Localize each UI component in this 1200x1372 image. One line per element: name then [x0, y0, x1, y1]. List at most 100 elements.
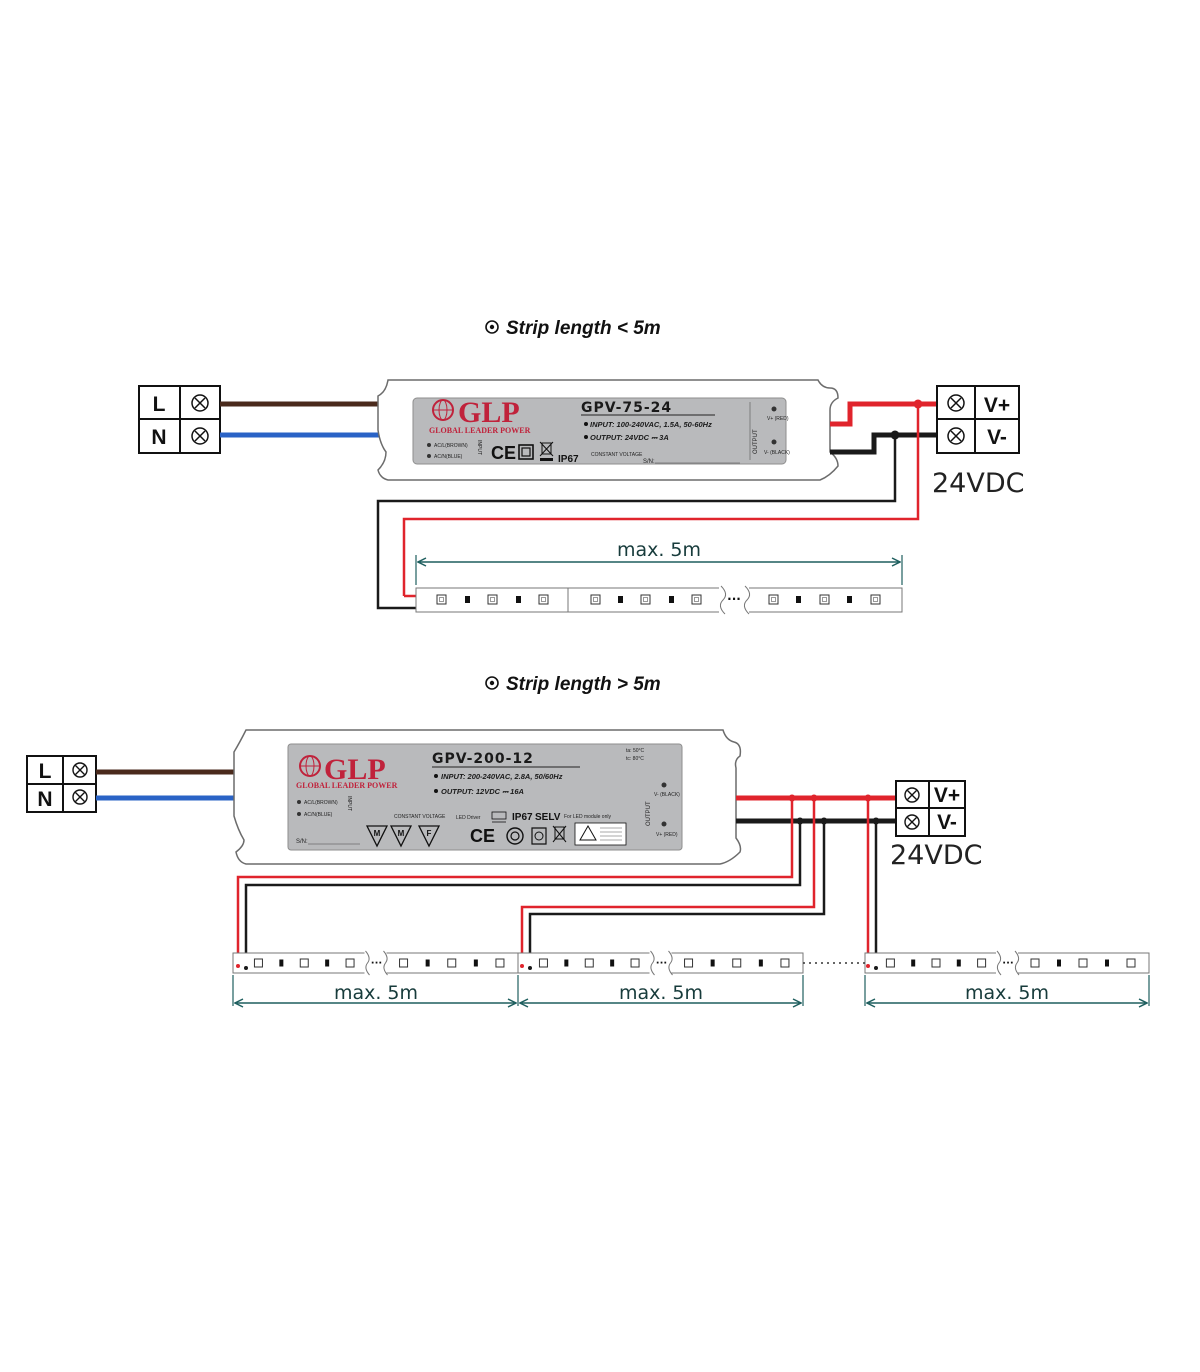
- svg-text:···: ···: [1002, 958, 1013, 969]
- mounting-symbol-m-icon: M: [389, 825, 413, 848]
- terminal-vplus-label: V+: [984, 394, 1010, 417]
- input-spec: INPUT: 200-240VAC, 2.8A, 50/60Hz: [441, 772, 563, 781]
- resistor: [1057, 959, 1061, 967]
- black-feed-wire: [376, 435, 897, 610]
- ta-label: ta: 50°C: [626, 748, 645, 754]
- tc-label: tc: 80°C: [626, 756, 644, 762]
- selv-mark: SELV: [535, 812, 561, 823]
- globe-logo-icon: [432, 399, 454, 421]
- screw-icon: [904, 814, 920, 830]
- weee-bin-icon: [539, 441, 554, 461]
- driver-model: GPV-75-24: [581, 400, 672, 416]
- led-chip: [590, 594, 601, 605]
- led-chip: [1030, 958, 1040, 968]
- output-spec: OUTPUT: 24VDC ⎓ 3A: [590, 433, 669, 442]
- ac-n-label: AC/N(BLUE): [304, 812, 333, 818]
- resistor: [796, 596, 801, 603]
- screw-icon: [72, 762, 88, 778]
- led-chip: [684, 958, 694, 968]
- terminal-n-label: N: [151, 426, 166, 449]
- dimension-1: max. 5m: [415, 539, 903, 585]
- resistor: [847, 596, 852, 603]
- output-spec: OUTPUT: 12VDC ⎓ 16A: [441, 787, 524, 796]
- svg-text:···: ···: [656, 958, 667, 969]
- black-feed-wire: [528, 821, 826, 968]
- max-length-label: max. 5m: [965, 982, 1049, 1004]
- input-terminal-1: L N: [138, 385, 221, 454]
- mounting-symbol-m-icon: M: [365, 825, 389, 848]
- led-chip: [819, 594, 830, 605]
- svg-text:···: ···: [371, 958, 382, 969]
- resistor: [710, 959, 715, 967]
- dimension-2a: max. 5m: [232, 975, 519, 1006]
- output-voltage-label: 24VDC: [890, 840, 982, 871]
- led-driver-label: LED Driver: [456, 815, 481, 821]
- led-chip: [538, 594, 549, 605]
- connection-dot: [874, 966, 878, 970]
- resistor: [279, 959, 284, 967]
- junction-dot: [864, 794, 872, 802]
- brand-logo: GLP: [324, 753, 386, 786]
- led-chip: [640, 594, 651, 605]
- svg-text:M: M: [398, 829, 405, 838]
- connection-dot: [244, 966, 248, 970]
- black-wire: [830, 432, 940, 455]
- double-insulation-icon: [518, 444, 534, 460]
- thermal-mark-icon: [531, 827, 547, 845]
- resistor: [956, 959, 961, 967]
- diagram-1-title: Strip length < 5m: [506, 318, 661, 339]
- connection-dot: [528, 966, 532, 970]
- vminus-black-label: V- (BLACK): [764, 450, 790, 456]
- led-chip: [931, 958, 941, 968]
- screw-icon: [72, 789, 88, 805]
- resistor: [1105, 959, 1109, 967]
- terminal-vminus-label: V-: [987, 426, 1007, 449]
- connection-dot: [520, 964, 524, 968]
- led-chip: [732, 958, 742, 968]
- led-chip: [977, 958, 987, 968]
- vplus-red-label: V+ (RED): [656, 832, 678, 838]
- led-chip: [345, 958, 355, 968]
- input-label: INPUT: [346, 796, 352, 811]
- max-length-label: max. 5m: [619, 982, 703, 1004]
- led-chip: [487, 594, 498, 605]
- terminal-n-label: N: [37, 788, 52, 811]
- terminal-vminus-label: V-: [937, 811, 957, 834]
- warning-label-icon: [574, 822, 627, 846]
- bullet-dot: [489, 324, 495, 330]
- screw-icon: [191, 427, 209, 445]
- led-chip: [630, 958, 640, 968]
- constant-voltage-label: CONSTANT VOLTAGE: [394, 814, 446, 820]
- red-feed-wire: [402, 404, 920, 596]
- input-label: INPUT: [476, 440, 482, 455]
- ip67-mark: IP67: [558, 454, 579, 465]
- led-chip: [1126, 958, 1136, 968]
- ip67-mark: IP67: [512, 812, 533, 823]
- led-chip: [870, 594, 881, 605]
- bullet-dot: [489, 680, 495, 686]
- input-spec: INPUT: 100-240VAC, 1.5A, 50-60Hz: [590, 420, 712, 429]
- tuv-mark-icon: [491, 811, 507, 823]
- black-feed-wire: [244, 821, 802, 968]
- ce-mark: CE: [491, 443, 516, 463]
- screw-icon: [904, 787, 920, 803]
- ac-l-label: AC/L(BROWN): [434, 443, 468, 449]
- input-terminal-2: L N: [26, 755, 97, 813]
- output-label: OUTPUT: [646, 801, 652, 826]
- resistor: [610, 959, 615, 967]
- junction-dot: [872, 817, 880, 825]
- ring-mark-icon: [506, 827, 524, 845]
- globe-logo-icon: [299, 755, 321, 777]
- junction-dot: [820, 817, 828, 825]
- vminus-black-label: V- (BLACK): [654, 792, 680, 798]
- brand-subtitle: GLOBAL LEADER POWER: [429, 426, 531, 435]
- brand-subtitle: GLOBAL LEADER POWER: [296, 781, 398, 790]
- resistor: [618, 596, 623, 603]
- junction-dot: [788, 794, 796, 802]
- title-1: Strip length < 5m: [485, 318, 661, 339]
- resistor: [425, 959, 430, 967]
- max-length-label: max. 5m: [617, 539, 701, 561]
- screw-icon: [947, 394, 965, 412]
- terminal-l-label: L: [39, 760, 52, 783]
- led-chip: [447, 958, 457, 968]
